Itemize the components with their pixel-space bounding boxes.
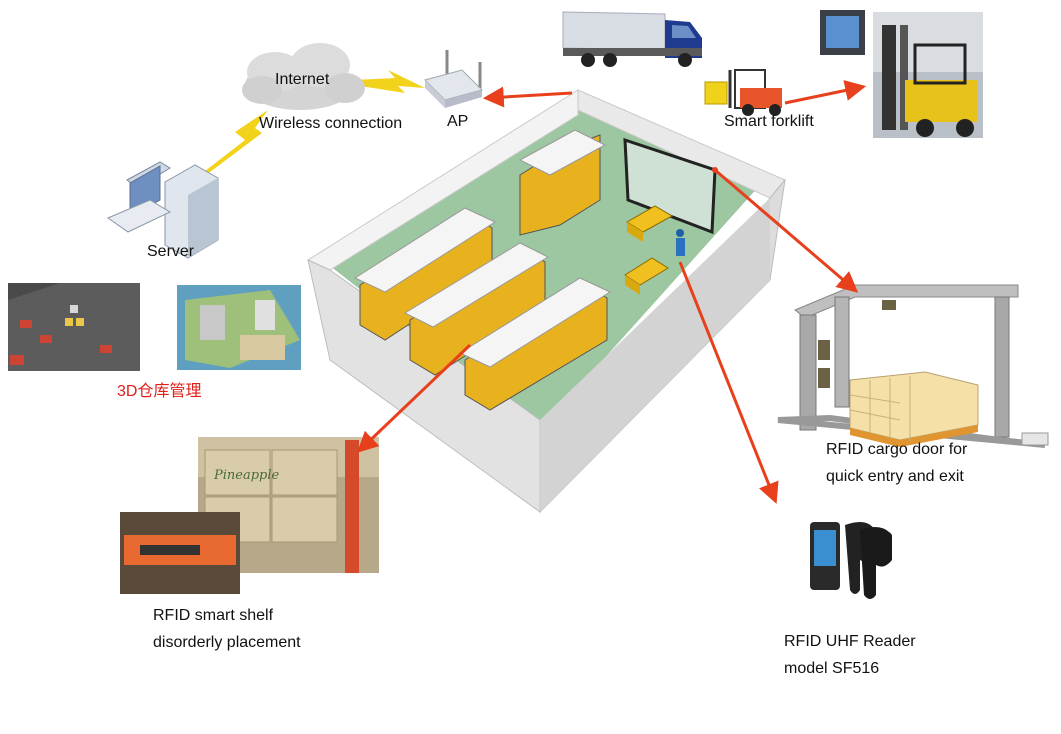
truck-icon <box>562 11 702 67</box>
wireless-connection-label: Wireless connection <box>259 115 403 132</box>
cargo-door-label-line1: RFID cargo door for <box>826 441 968 458</box>
3d-warehouse-screenshot-1 <box>8 283 140 371</box>
smart-shelf-label-line2: disorderly placement <box>153 634 301 651</box>
uhf-reader-label-line1: RFID UHF Reader <box>784 633 916 650</box>
cloud-icon <box>242 43 365 110</box>
server-icon <box>106 161 219 259</box>
3d-warehouse-screenshot-2 <box>177 285 301 370</box>
uhf-reader-label-line2: model SF516 <box>784 660 880 677</box>
wireless-link-lightning-icon <box>200 70 425 175</box>
connection-arrows <box>356 80 867 504</box>
pineapple-box-text: Pineapple <box>214 468 280 483</box>
smart-shelf-label-line1: RFID smart shelf <box>153 607 274 624</box>
server-label: Server <box>147 243 195 260</box>
ap-label: AP <box>447 113 469 130</box>
cargo-door-label-line2: quick entry and exit <box>826 468 964 485</box>
forklift-photo <box>820 10 983 138</box>
internet-label: Internet <box>275 71 330 88</box>
warehouse-shelves <box>353 129 685 411</box>
rfid-gate-icon <box>777 284 1049 448</box>
smart-forklift-label: Smart forklift <box>724 113 814 130</box>
router-icon <box>424 50 483 108</box>
forklift-icon <box>704 69 782 116</box>
3d-warehouse-label: 3D仓库管理 <box>117 383 202 400</box>
handheld-reader-icon <box>810 521 892 599</box>
shelf-photo <box>120 437 379 594</box>
